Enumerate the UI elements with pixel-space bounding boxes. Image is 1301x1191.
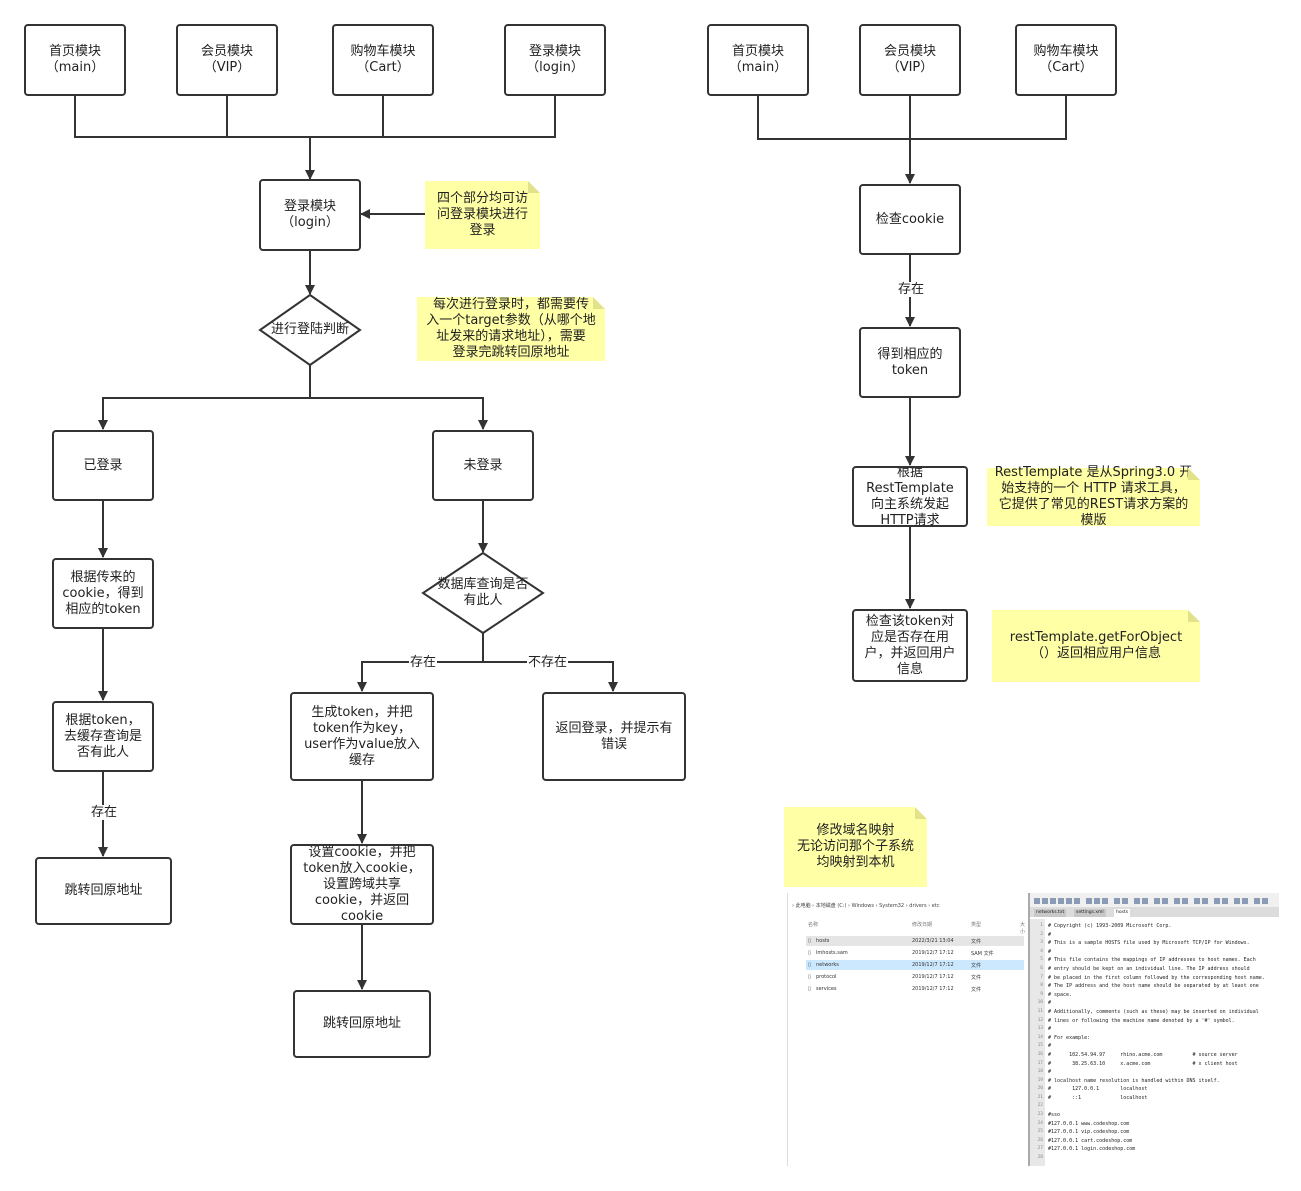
note-get: restTemplate.getForObject （）返回相应用户信息 bbox=[992, 610, 1200, 682]
note-rest: RestTemplate 是从Spring3.0 开 始支持的一个 HTTP 请… bbox=[987, 465, 1200, 528]
redirect-box-2: 跳转回原地址 bbox=[293, 990, 431, 1058]
module-login-name: 登录模块 bbox=[528, 44, 581, 59]
check-cookie-box: 检查cookie bbox=[859, 184, 961, 255]
file-icon: ▯ bbox=[808, 950, 811, 956]
text-editor: networks.txt settings.xml hosts 1 2 3 4 … bbox=[1028, 893, 1279, 1166]
module-main-code: （main） bbox=[45, 60, 105, 75]
hosts-screenshot: › 此电脑 › 本地磁盘 (C:) › Windows › System32 ›… bbox=[787, 893, 1279, 1166]
right-module-vip-code: （VIP） bbox=[886, 60, 934, 75]
file-icon: ▯ bbox=[808, 962, 811, 968]
file-date: 2019/12/7 17:12 bbox=[912, 962, 954, 968]
connector bbox=[483, 661, 618, 692]
file-name: lmhosts.sam bbox=[816, 950, 848, 956]
right-module-cart-code: （Cart） bbox=[1039, 60, 1093, 75]
right-module-cart-name: 购物车模块 bbox=[1033, 44, 1099, 59]
redirect-box-1: 跳转回原地址 bbox=[35, 857, 172, 925]
file-icon: ▯ bbox=[808, 938, 811, 944]
not-logged-in-box: 未登录 bbox=[432, 430, 534, 501]
connector bbox=[757, 95, 1067, 140]
exist-label-2: 存在 bbox=[409, 655, 438, 670]
right-module-vip-box: 会员模块 （VIP） bbox=[859, 24, 961, 96]
right-exist-label: 存在 bbox=[897, 282, 926, 297]
file-explorer: › 此电脑 › 本地磁盘 (C:) › Windows › System32 ›… bbox=[788, 893, 1028, 1166]
file-name: services bbox=[816, 986, 837, 992]
line-numbers: 1 2 3 4 5 6 7 8 9 10 11 12 13 14 15 16 1… bbox=[1037, 923, 1043, 1161]
get-token-box: 根据传来的 cookie，得到 相应的token bbox=[52, 558, 154, 629]
column-date: 修改日期 bbox=[912, 922, 933, 928]
file-date: 2022/3/21 13:04 bbox=[912, 938, 954, 944]
right-module-cart-box: 购物车模块 （Cart） bbox=[1015, 24, 1117, 96]
module-cart-name: 购物车模块 bbox=[350, 44, 416, 59]
right-module-main-code: （main） bbox=[728, 60, 788, 75]
logged-in-box: 已登录 bbox=[52, 430, 154, 501]
file-type: 文件 bbox=[971, 987, 982, 993]
file-name: hosts bbox=[816, 938, 830, 944]
module-cart-code: （Cart） bbox=[356, 60, 410, 75]
return-login-box: 返回登录，并提示有 错误 bbox=[542, 692, 686, 781]
note-access: 四个部分均可访 问登录模块进行 登录 bbox=[425, 181, 540, 249]
file-row[interactable]: ▯ protocol 2019/12/7 17:12 文件 bbox=[806, 972, 1024, 982]
gen-token-box: 生成token，并把 token作为key， user作为value放入 缓存 bbox=[290, 692, 434, 781]
login-module-box: 登录模块 （login） bbox=[259, 179, 361, 251]
line-gutter bbox=[1030, 919, 1045, 1166]
breadcrumb: › 此电脑 › 本地磁盘 (C:) › Windows › System32 ›… bbox=[792, 903, 940, 909]
tab-hosts[interactable]: hosts bbox=[1114, 909, 1131, 917]
file-date: 2019/12/7 17:12 bbox=[912, 950, 954, 956]
module-vip-name: 会员模块 bbox=[200, 44, 253, 59]
file-type: 文件 bbox=[971, 939, 982, 945]
file-date: 2019/12/7 17:12 bbox=[912, 986, 954, 992]
hosts-file-content[interactable]: # Copyright (c) 1993-2009 Microsoft Corp… bbox=[1048, 923, 1265, 1153]
check-user-box: 检查该token对 应是否存在用 户，并返回用户 信息 bbox=[852, 609, 968, 682]
column-name: 名称 bbox=[808, 922, 819, 928]
module-main-name: 首页模块 bbox=[48, 44, 101, 59]
right-module-main-box: 首页模块 （main） bbox=[707, 24, 809, 96]
note-hosts: 修改域名映射 无论访问那个子系统 均映射到本机 bbox=[784, 807, 927, 887]
column-size: 大小 bbox=[1020, 922, 1026, 935]
rest-call-box: 根据 RestTemplate 向主系统发起 HTTP请求 bbox=[852, 466, 968, 527]
check-cache-box: 根据token， 去缓存查询是 否有此人 bbox=[52, 701, 154, 772]
toolbar-icons bbox=[1034, 898, 1268, 904]
set-cookie-box: 设置cookie，并把 token放入cookie， 设置跨域共享 cookie… bbox=[290, 844, 434, 925]
module-vip-code: （VIP） bbox=[203, 60, 251, 75]
exist-label-1: 存在 bbox=[90, 805, 119, 820]
file-icon: ▯ bbox=[808, 974, 811, 980]
file-row[interactable]: ▯ networks 2019/12/7 17:12 文件 bbox=[806, 960, 1024, 970]
not-exist-label: 不存在 bbox=[527, 655, 569, 670]
tab-settings[interactable]: settings.xml bbox=[1074, 909, 1106, 917]
file-row[interactable]: ▯ services 2019/12/7 17:12 文件 bbox=[806, 984, 1024, 994]
tab-networks[interactable]: networks.txt bbox=[1034, 909, 1067, 917]
column-type: 类型 bbox=[971, 922, 982, 928]
file-type: SAM 文件 bbox=[971, 951, 994, 957]
editor-toolbar bbox=[1030, 893, 1279, 907]
module-login-box: 登录模块 （login） bbox=[504, 24, 606, 96]
decision-db-shape bbox=[421, 551, 545, 635]
right-get-token-box: 得到相应的 token bbox=[859, 327, 961, 398]
file-row[interactable]: ▯ hosts 2022/3/21 13:04 文件 bbox=[806, 936, 1024, 946]
file-type: 文件 bbox=[971, 963, 982, 969]
connector bbox=[310, 397, 488, 430]
editor-tabs: networks.txt settings.xml hosts bbox=[1030, 907, 1279, 917]
note-target: 每次进行登录时，都需要传 入一个target参数（从哪个地 址发来的请求地址），… bbox=[417, 297, 605, 361]
file-name: protocol bbox=[816, 974, 837, 980]
decision-db-text: 数据库查询是否 有此人 bbox=[437, 577, 529, 608]
module-cart-box: 购物车模块 （Cart） bbox=[332, 24, 434, 96]
module-vip-box: 会员模块 （VIP） bbox=[176, 24, 278, 96]
file-icon: ▯ bbox=[808, 986, 811, 992]
decision-login-text: 进行登陆判断 bbox=[270, 322, 349, 337]
right-module-vip-name: 会员模块 bbox=[883, 44, 936, 59]
connector bbox=[98, 365, 311, 430]
file-type: 文件 bbox=[971, 975, 982, 981]
decision-login-shape bbox=[258, 293, 362, 367]
file-name: networks bbox=[816, 962, 839, 968]
file-row[interactable]: ▯ lmhosts.sam 2019/12/7 17:12 SAM 文件 bbox=[806, 948, 1024, 958]
module-login-code: （login） bbox=[526, 60, 584, 75]
right-module-main-name: 首页模块 bbox=[731, 44, 784, 59]
connector bbox=[74, 95, 556, 138]
file-date: 2019/12/7 17:12 bbox=[912, 974, 954, 980]
module-main-box: 首页模块 （main） bbox=[24, 24, 126, 96]
